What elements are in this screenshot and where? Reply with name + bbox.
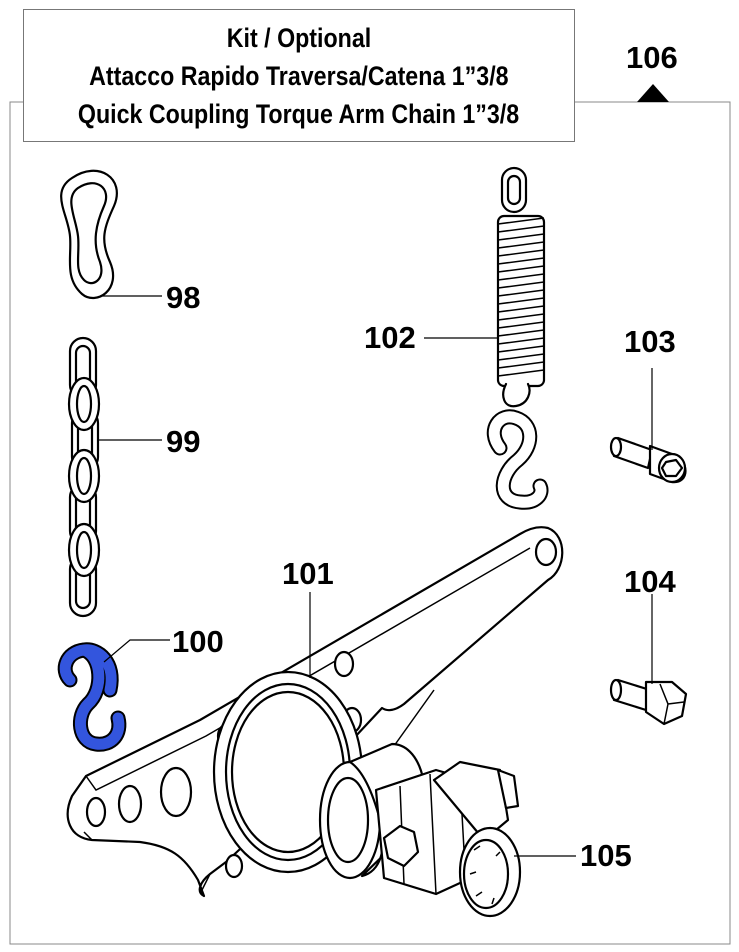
callout-106[interactable]: 106	[626, 40, 678, 75]
s-hook-100[interactable]	[57, 642, 127, 752]
callout-103[interactable]: 103	[624, 324, 676, 359]
shackle-link-98[interactable]	[60, 169, 118, 300]
callout-98[interactable]: 98	[166, 280, 200, 315]
s-hook-highlight	[59, 644, 125, 750]
kit-border	[9, 101, 731, 945]
callout-99[interactable]: 99	[166, 424, 200, 459]
callout-100[interactable]: 100	[172, 624, 224, 659]
callout-105[interactable]: 105	[580, 838, 632, 873]
s-hook-spring	[486, 409, 549, 510]
title-box: Kit / Optional Attacco Rapido Traversa/C…	[23, 9, 575, 142]
title-line-3: Quick Coupling Torque Arm Chain 1”3/8	[78, 98, 520, 129]
hex-bolt-104[interactable]	[609, 678, 688, 726]
callout-101[interactable]: 101	[282, 556, 334, 591]
kit-triangle-icon	[637, 84, 669, 102]
title-line-1: Kit / Optional	[226, 22, 372, 53]
title-line-2: Attacco Rapido Traversa/Catena 1”3/8	[89, 60, 509, 91]
tension-spring-102[interactable]	[496, 166, 546, 408]
chain-99[interactable]	[67, 336, 101, 618]
splined-coupling-105[interactable]	[318, 689, 522, 918]
socket-head-screw-103[interactable]	[609, 436, 687, 484]
callout-102[interactable]: 102	[364, 320, 416, 355]
callout-104[interactable]: 104	[624, 564, 676, 599]
